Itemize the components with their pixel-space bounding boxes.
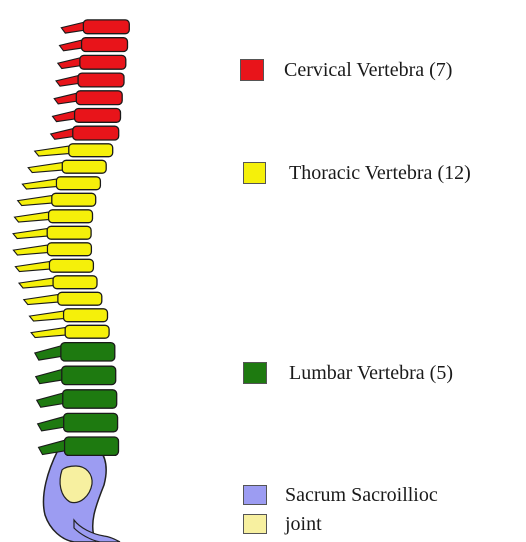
- spinous-process: [18, 196, 52, 206]
- vertebra-body: [53, 276, 97, 289]
- vertebra-body: [78, 73, 124, 87]
- vertebrae: [13, 20, 129, 456]
- spinous-process: [51, 129, 73, 140]
- vertebra-body: [63, 390, 117, 408]
- vertebra-body: [82, 38, 128, 52]
- legend-cervical: Cervical Vertebra (7): [240, 59, 452, 81]
- spinous-process: [58, 58, 80, 69]
- cervical-label: Cervical Vertebra (7): [284, 60, 452, 80]
- spinous-process: [38, 417, 64, 431]
- cervical-swatch: [240, 59, 264, 81]
- spinous-process: [31, 328, 65, 338]
- vertebra-body: [49, 259, 93, 272]
- vertebra-body: [73, 126, 119, 140]
- sacrum-label: Sacrum Sacroillioc: [285, 485, 438, 505]
- lumbar-label: Lumbar Vertebra (5): [289, 363, 453, 383]
- vertebra-body: [62, 160, 106, 173]
- spinous-process: [35, 346, 61, 360]
- spinous-process: [53, 111, 75, 122]
- spinous-process: [60, 40, 82, 51]
- vertebra-body: [65, 437, 119, 455]
- spinous-process: [30, 311, 64, 321]
- spinous-process: [13, 245, 47, 255]
- spinous-process: [56, 76, 78, 87]
- vertebra-body: [65, 325, 109, 338]
- spine-illustration: [0, 0, 200, 542]
- vertebra-body: [80, 55, 126, 69]
- spinous-process: [61, 22, 83, 33]
- sacrum-region: [43, 450, 120, 542]
- vertebra-body: [64, 309, 108, 322]
- vertebra-body: [49, 210, 93, 223]
- legend-sacrum: Sacrum Sacroillioc: [243, 485, 438, 505]
- spinous-process: [15, 212, 49, 222]
- vertebra-body: [47, 226, 91, 239]
- vertebra-body: [58, 292, 102, 305]
- spinous-process: [28, 163, 62, 173]
- vertebra-body: [61, 343, 115, 361]
- vertebra-body: [75, 109, 121, 123]
- spinous-process: [13, 229, 47, 239]
- sacrum-swatch: [243, 485, 267, 505]
- spinous-process: [22, 179, 56, 189]
- vertebra-body: [64, 413, 118, 431]
- spinous-process: [15, 262, 49, 272]
- vertebra-body: [69, 144, 113, 157]
- thoracic-label: Thoracic Vertebra (12): [289, 163, 471, 183]
- lumbar-swatch: [243, 362, 267, 384]
- vertebra-body: [56, 177, 100, 190]
- thoracic-swatch: [243, 162, 266, 184]
- vertebra-body: [76, 91, 122, 105]
- vertebra-body: [83, 20, 129, 34]
- spinous-process: [19, 278, 53, 288]
- spinous-process: [24, 295, 58, 305]
- joint-swatch: [243, 514, 267, 534]
- legend-thoracic: Thoracic Vertebra (12): [243, 162, 471, 184]
- joint-label: joint: [285, 514, 322, 534]
- vertebra-body: [47, 243, 91, 256]
- spinous-process: [36, 370, 62, 384]
- vertebra-body: [52, 193, 96, 206]
- spinous-process: [54, 93, 76, 104]
- vertebra-body: [62, 366, 116, 384]
- spinous-process: [35, 146, 69, 156]
- legend-lumbar: Lumbar Vertebra (5): [243, 362, 453, 384]
- spinous-process: [37, 393, 63, 407]
- legend-joint: joint: [243, 514, 322, 534]
